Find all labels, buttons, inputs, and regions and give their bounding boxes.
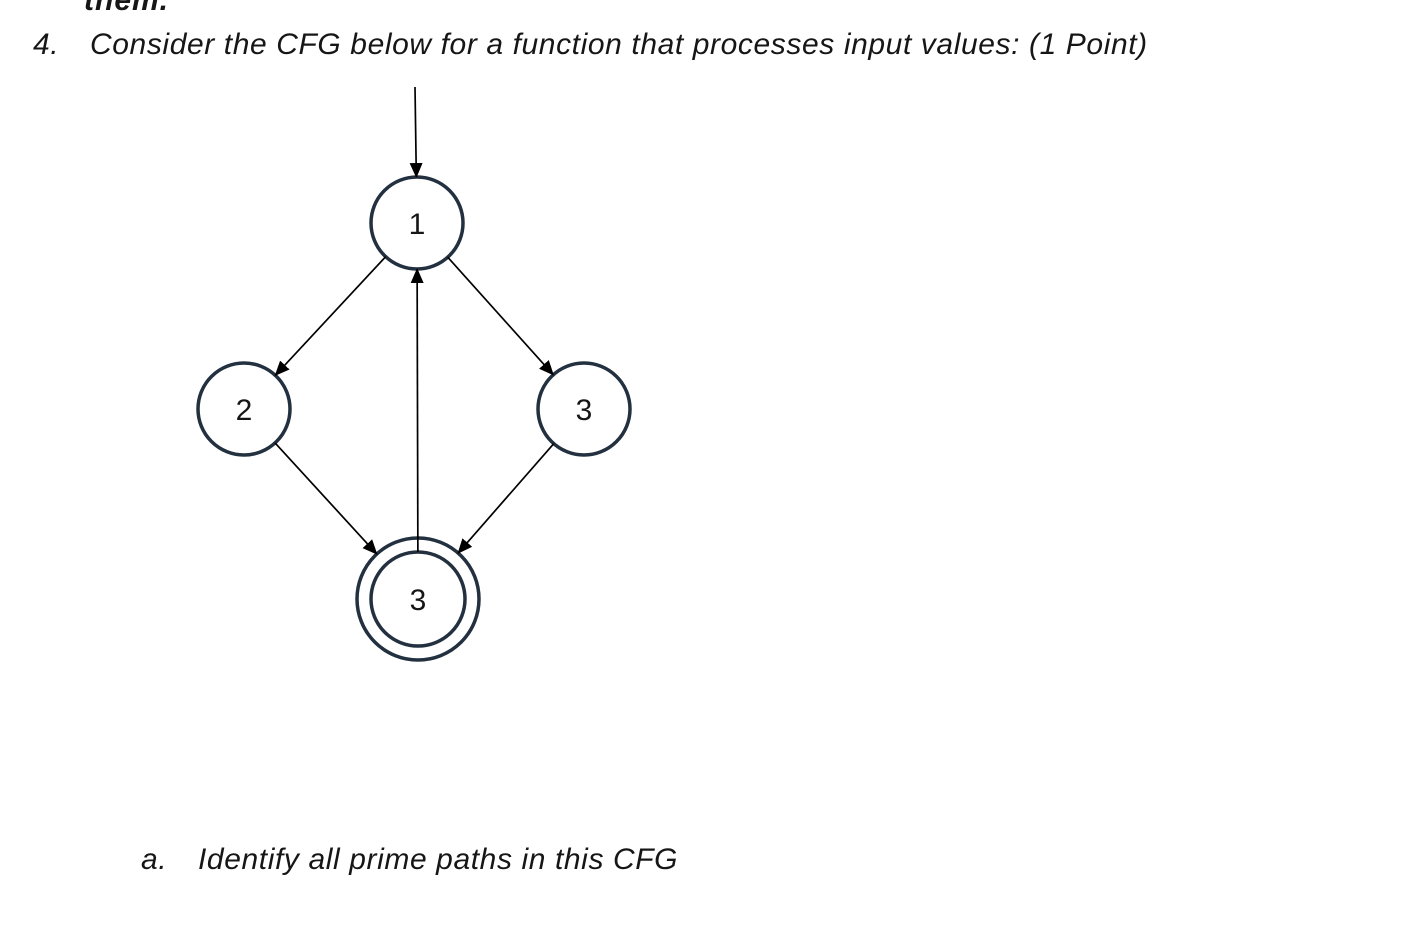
- cfg-edge-n1-to-n2: [274, 256, 387, 377]
- cfg-node-circle-n3: [536, 361, 632, 457]
- question-text: Consider the CFG below for a function th…: [90, 28, 1148, 61]
- subquestion-text: Identify all prime paths in this CFG: [198, 843, 679, 876]
- subquestion-line: a. Identify all prime paths in this CFG: [0, 842, 1416, 882]
- cfg-node-label-n3: 3: [576, 394, 593, 427]
- cfg-node-circle-n4: [369, 550, 467, 648]
- cfg-edge-n4-to-n1: [410, 267, 424, 553]
- partial-text: them.: [84, 0, 304, 14]
- subquestion-letter: a.: [141, 843, 168, 876]
- clipped-previous-line: them.: [84, 0, 304, 14]
- cfg-edge-entry-to-n1: [409, 86, 423, 179]
- question-line: 4. Consider the CFG below for a function…: [0, 27, 1416, 67]
- cfg-node-circle-n2: [196, 361, 292, 457]
- question-number: 4.: [33, 28, 60, 61]
- cfg-node-label-n4: 3: [410, 584, 427, 617]
- cfg-node-label-n1: 1: [409, 208, 426, 241]
- cfg-node-label-n2: 2: [236, 394, 253, 427]
- cfg-edge-n2-to-n4: [274, 442, 378, 555]
- cfg-edge-n3-to-n4: [457, 443, 555, 554]
- cfg-edge-n1-to-n3: [447, 256, 554, 376]
